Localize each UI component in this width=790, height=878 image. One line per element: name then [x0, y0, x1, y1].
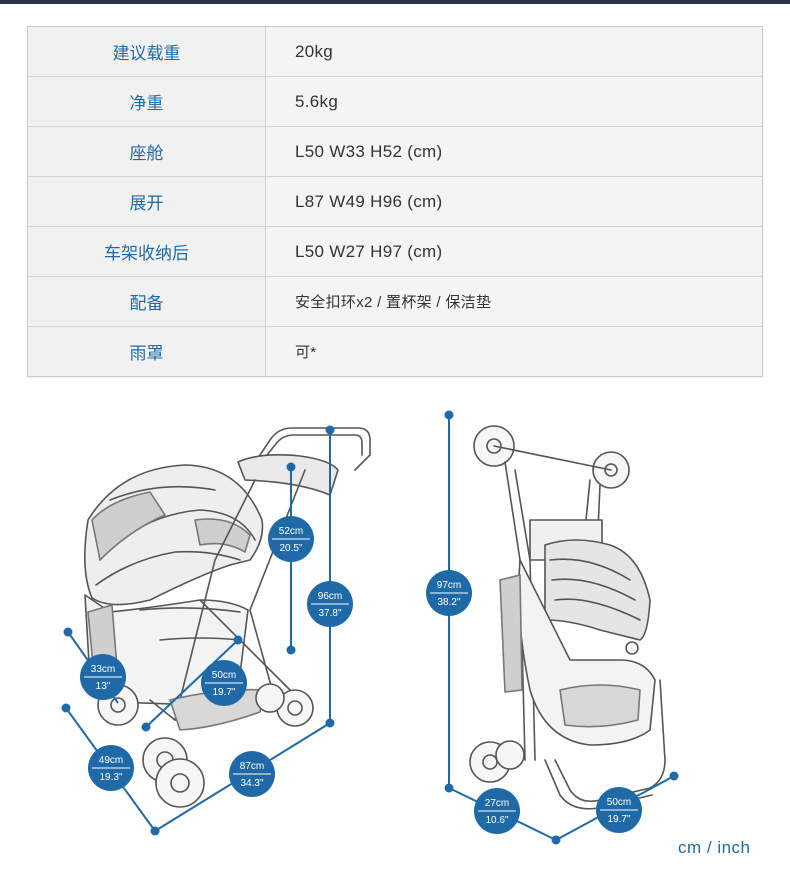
spec-table: 建议载重 20kg 净重 5.6kg 座舱 L50 W33 H52 (cm) 展…: [27, 26, 763, 377]
dimension-badge: 27cm 10.6": [474, 788, 520, 834]
spec-label: 净重: [27, 76, 266, 127]
badge-inch: 13": [96, 681, 111, 692]
dimension-badge: 49cm 19.3": [88, 745, 134, 791]
spec-row: 雨罩 可*: [27, 326, 763, 377]
dimension-badge: 96cm 37.8": [307, 581, 353, 627]
spec-value: L50 W27 H97 (cm): [265, 226, 763, 277]
badge-cm: 50cm: [607, 797, 631, 808]
spec-row: 车架收纳后 L50 W27 H97 (cm): [27, 226, 763, 277]
badge-inch: 19.7": [607, 814, 630, 825]
spec-row: 建议载重 20kg: [27, 26, 763, 77]
badge-inch: 19.7": [212, 687, 235, 698]
spec-row: 座舱 L50 W33 H52 (cm): [27, 126, 763, 177]
badge-cm: 33cm: [91, 664, 115, 675]
units-label: cm / inch: [678, 838, 751, 857]
spec-value: L87 W49 H96 (cm): [265, 176, 763, 227]
badge-cm: 97cm: [437, 580, 461, 591]
spec-label: 展开: [27, 176, 266, 227]
spec-label: 建议载重: [27, 26, 266, 77]
badge-inch: 10.6": [485, 815, 508, 826]
spec-label: 车架收纳后: [27, 226, 266, 277]
badge-cm: 52cm: [279, 526, 303, 537]
badge-cm: 87cm: [240, 761, 264, 772]
spec-value: 可*: [265, 326, 763, 377]
stroller-folded-illustration: [469, 425, 666, 810]
badge-inch: 20.5": [279, 543, 302, 554]
spec-row: 展开 L87 W49 H96 (cm): [27, 176, 763, 227]
spec-label: 配备: [27, 276, 266, 327]
badge-cm: 49cm: [99, 755, 123, 766]
dimension-badge: 50cm 19.7": [596, 787, 642, 833]
dimension-badge: 87cm 34.3": [229, 751, 275, 797]
top-bar: [0, 0, 790, 4]
spec-value: 5.6kg: [265, 76, 763, 127]
dimension-badge: 50cm 19.7": [201, 660, 247, 706]
stroller-dimension-diagram: 52cm 20.5" 96cm 37.8" 33cm 13" 50cm 19.7…: [61, 410, 679, 845]
badge-cm: 50cm: [212, 670, 236, 681]
spec-value: L50 W33 H52 (cm): [265, 126, 763, 177]
spec-label: 雨罩: [27, 326, 266, 377]
dimension-badge: 33cm 13": [80, 654, 126, 700]
badge-inch: 37.8": [318, 608, 341, 619]
dimension-badge: 52cm 20.5": [268, 516, 314, 562]
spec-row: 净重 5.6kg: [27, 76, 763, 127]
badge-cm: 27cm: [485, 798, 509, 809]
badge-inch: 19.3": [99, 772, 122, 783]
spec-value: 20kg: [265, 26, 763, 77]
badge-inch: 34.3": [240, 778, 263, 789]
spec-label: 座舱: [27, 126, 266, 177]
spec-value: 安全扣环x2 / 置杯架 / 保洁垫: [265, 276, 763, 327]
badge-cm: 96cm: [318, 591, 342, 602]
spec-row: 配备 安全扣环x2 / 置杯架 / 保洁垫: [27, 276, 763, 327]
dimension-badge: 97cm 38.2": [426, 570, 472, 616]
badge-inch: 38.2": [437, 597, 460, 608]
